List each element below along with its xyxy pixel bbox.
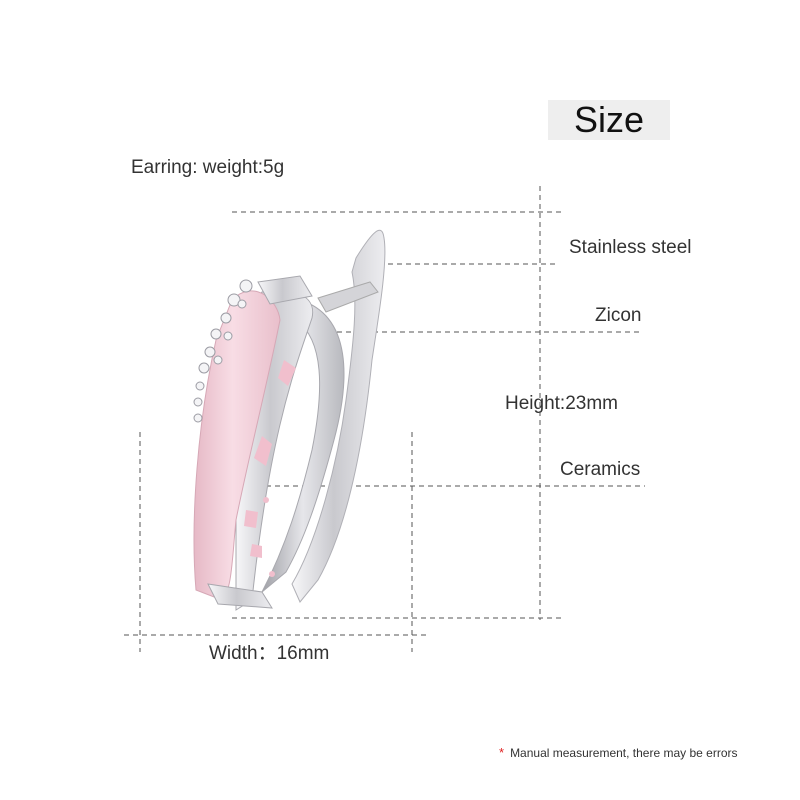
size-heading: Size [573,99,645,140]
height-label: Height:23mm [505,393,618,414]
earring-shape [193,229,386,611]
hook-outer [291,229,386,603]
weight-label: Earring: weight:5g [131,157,285,178]
ceramic-band [193,290,281,601]
zicon-label: Zicon [595,305,642,326]
top-cap [257,275,313,305]
stainless-steel-label: Stainless steel [569,237,692,258]
hinge-post [317,281,379,313]
size-heading-background [548,100,670,140]
width-label: Width：16mm [209,643,330,664]
asterisk-icon: * [499,745,505,760]
ceramic-inlays [244,360,296,577]
ceramics-label: Ceramics [560,459,641,480]
disclaimer-note: * Manual measurement, there may be errors [499,745,738,760]
disclaimer-text: Manual measurement, there may be errors [510,746,738,760]
bottom-cap [207,583,273,609]
zircon-stones [193,279,253,423]
dimension-guides [124,186,645,652]
